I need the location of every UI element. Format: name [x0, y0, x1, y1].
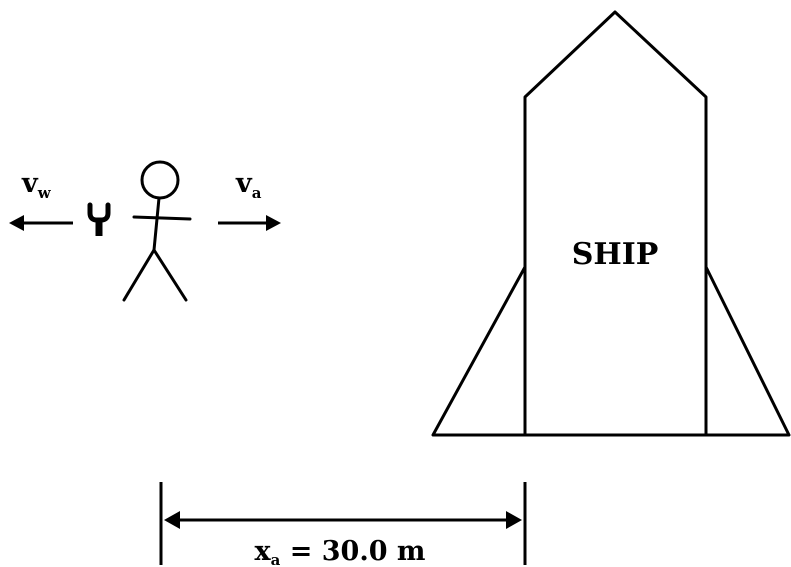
ship-hull [523, 10, 708, 437]
distance-subscript: a [271, 551, 281, 567]
astronaut-velocity-subscript: a [252, 184, 262, 202]
wrench-icon [87, 202, 111, 236]
wrench-velocity-label: vw [21, 168, 52, 202]
ship-right-fin [704, 265, 791, 437]
wrench-velocity-symbol: v [21, 168, 39, 199]
astronaut [122, 160, 192, 302]
astronaut-right-leg [152, 248, 188, 302]
astronaut-velocity-label: va [235, 168, 262, 202]
ship: SHIP [431, 10, 791, 437]
astronaut-velocity-arrow [218, 215, 281, 231]
astronaut-head [140, 160, 180, 200]
astronaut-body [152, 196, 161, 252]
distance-value: = 30.0 m [280, 536, 425, 567]
distance-arrow-left-head [164, 511, 180, 529]
astronaut-arms [132, 215, 192, 221]
wrench-velocity-subscript: w [37, 184, 52, 202]
wrench-velocity-arrow [9, 215, 73, 231]
astronaut-left-leg [122, 248, 156, 302]
distance-dimension [159, 482, 527, 565]
distance-arrow-right-head [506, 511, 522, 529]
distance-label: xa = 30.0 m [255, 536, 426, 567]
ship-label: SHIP [572, 237, 659, 272]
ship-left-fin [431, 265, 527, 437]
astronaut-velocity-symbol: v [235, 168, 253, 199]
distance-symbol: x [255, 536, 272, 567]
